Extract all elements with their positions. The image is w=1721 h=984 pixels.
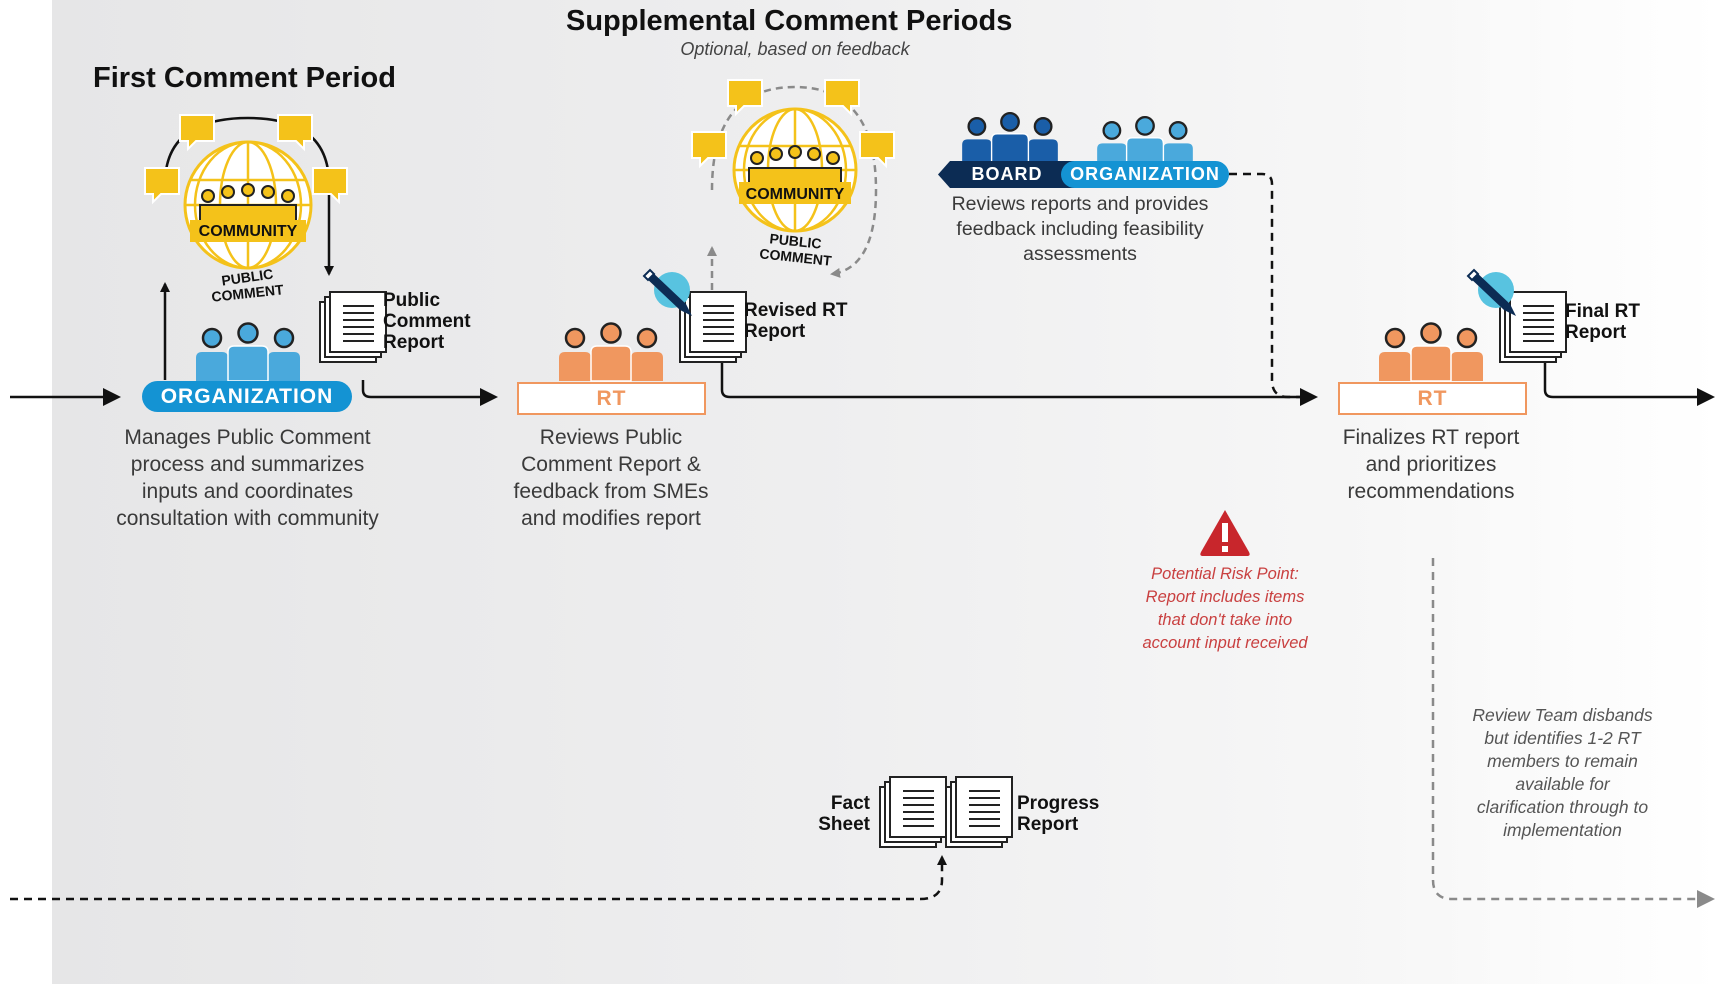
rt-badge: RT [517, 382, 706, 415]
organization-description: Manages Public Comment process and summa… [116, 426, 379, 530]
board-badge: BOARD [938, 161, 1076, 188]
people-icon [557, 322, 665, 383]
speech-bubble-icon [277, 114, 313, 150]
rt-badge: RT [1338, 382, 1527, 415]
document-stack-icon [679, 291, 747, 363]
pen-icon [643, 269, 693, 317]
document-stack-icon [319, 291, 387, 363]
public-comment-report-label: Public Comment Report [383, 290, 471, 353]
speech-bubble-icon [144, 167, 180, 203]
fact-sheet-label: Fact Sheet [818, 793, 870, 835]
speech-bubble-icon [691, 131, 727, 167]
community-label: COMMUNITY [746, 186, 845, 203]
globe-icon [732, 107, 858, 233]
people-icon [194, 322, 302, 383]
implementation-arrow [1431, 558, 1715, 908]
timeline-arrow [720, 359, 1318, 406]
timeline-arrow [361, 380, 498, 406]
people-icon [961, 111, 1059, 168]
speech-bubble-icon [859, 131, 895, 167]
public-comment-label: PUBLIC [220, 265, 274, 288]
supplemental-title: Supplemental Comment Periods [566, 5, 1013, 37]
rt-final-description: Finalizes RT report and prioritizes reco… [1342, 426, 1520, 503]
first-comment-period-title: First Comment Period [93, 62, 396, 94]
document-stack-icon [879, 776, 947, 848]
report-timeline-arrow [10, 855, 947, 901]
risk-note: Potential Risk Point: Report includes it… [1142, 565, 1308, 652]
document-stack-icon [945, 776, 1013, 848]
organization-badge: ORGANIZATION [1061, 161, 1229, 188]
public-comment-label: PUBLIC [769, 230, 823, 251]
organization-badge: ORGANIZATION [142, 381, 352, 412]
rt-review-description: Reviews Public Comment Report & feedback… [513, 426, 709, 530]
feedback-arrow [1229, 172, 1300, 399]
disband-note: Review Team disbands but identifies 1-2 … [1472, 705, 1653, 840]
document-stack-icon [1499, 291, 1567, 363]
pen-icon [1467, 269, 1517, 317]
speech-bubble-icon [824, 79, 860, 115]
people-icon [1377, 322, 1485, 383]
revised-rt-report-label: Revised RT Report [744, 300, 848, 342]
final-rt-report-label: Final RT Report [1565, 301, 1640, 343]
progress-report-label: Progress Report [1017, 793, 1100, 835]
board-description: Reviews reports and provides feedback in… [951, 193, 1209, 265]
warning-icon [1200, 510, 1250, 556]
public-comment-label: COMMENT [211, 281, 285, 305]
community-label: COMMUNITY [199, 223, 298, 240]
public-comment-label: COMMENT [759, 245, 833, 269]
timeline-arrow [1543, 360, 1715, 406]
supplemental-subtitle: Optional, based on feedback [680, 39, 910, 59]
speech-bubble-icon [179, 114, 215, 150]
loop-arc [163, 116, 331, 185]
globe-icon [183, 140, 313, 270]
speech-bubble-icon [727, 79, 763, 115]
